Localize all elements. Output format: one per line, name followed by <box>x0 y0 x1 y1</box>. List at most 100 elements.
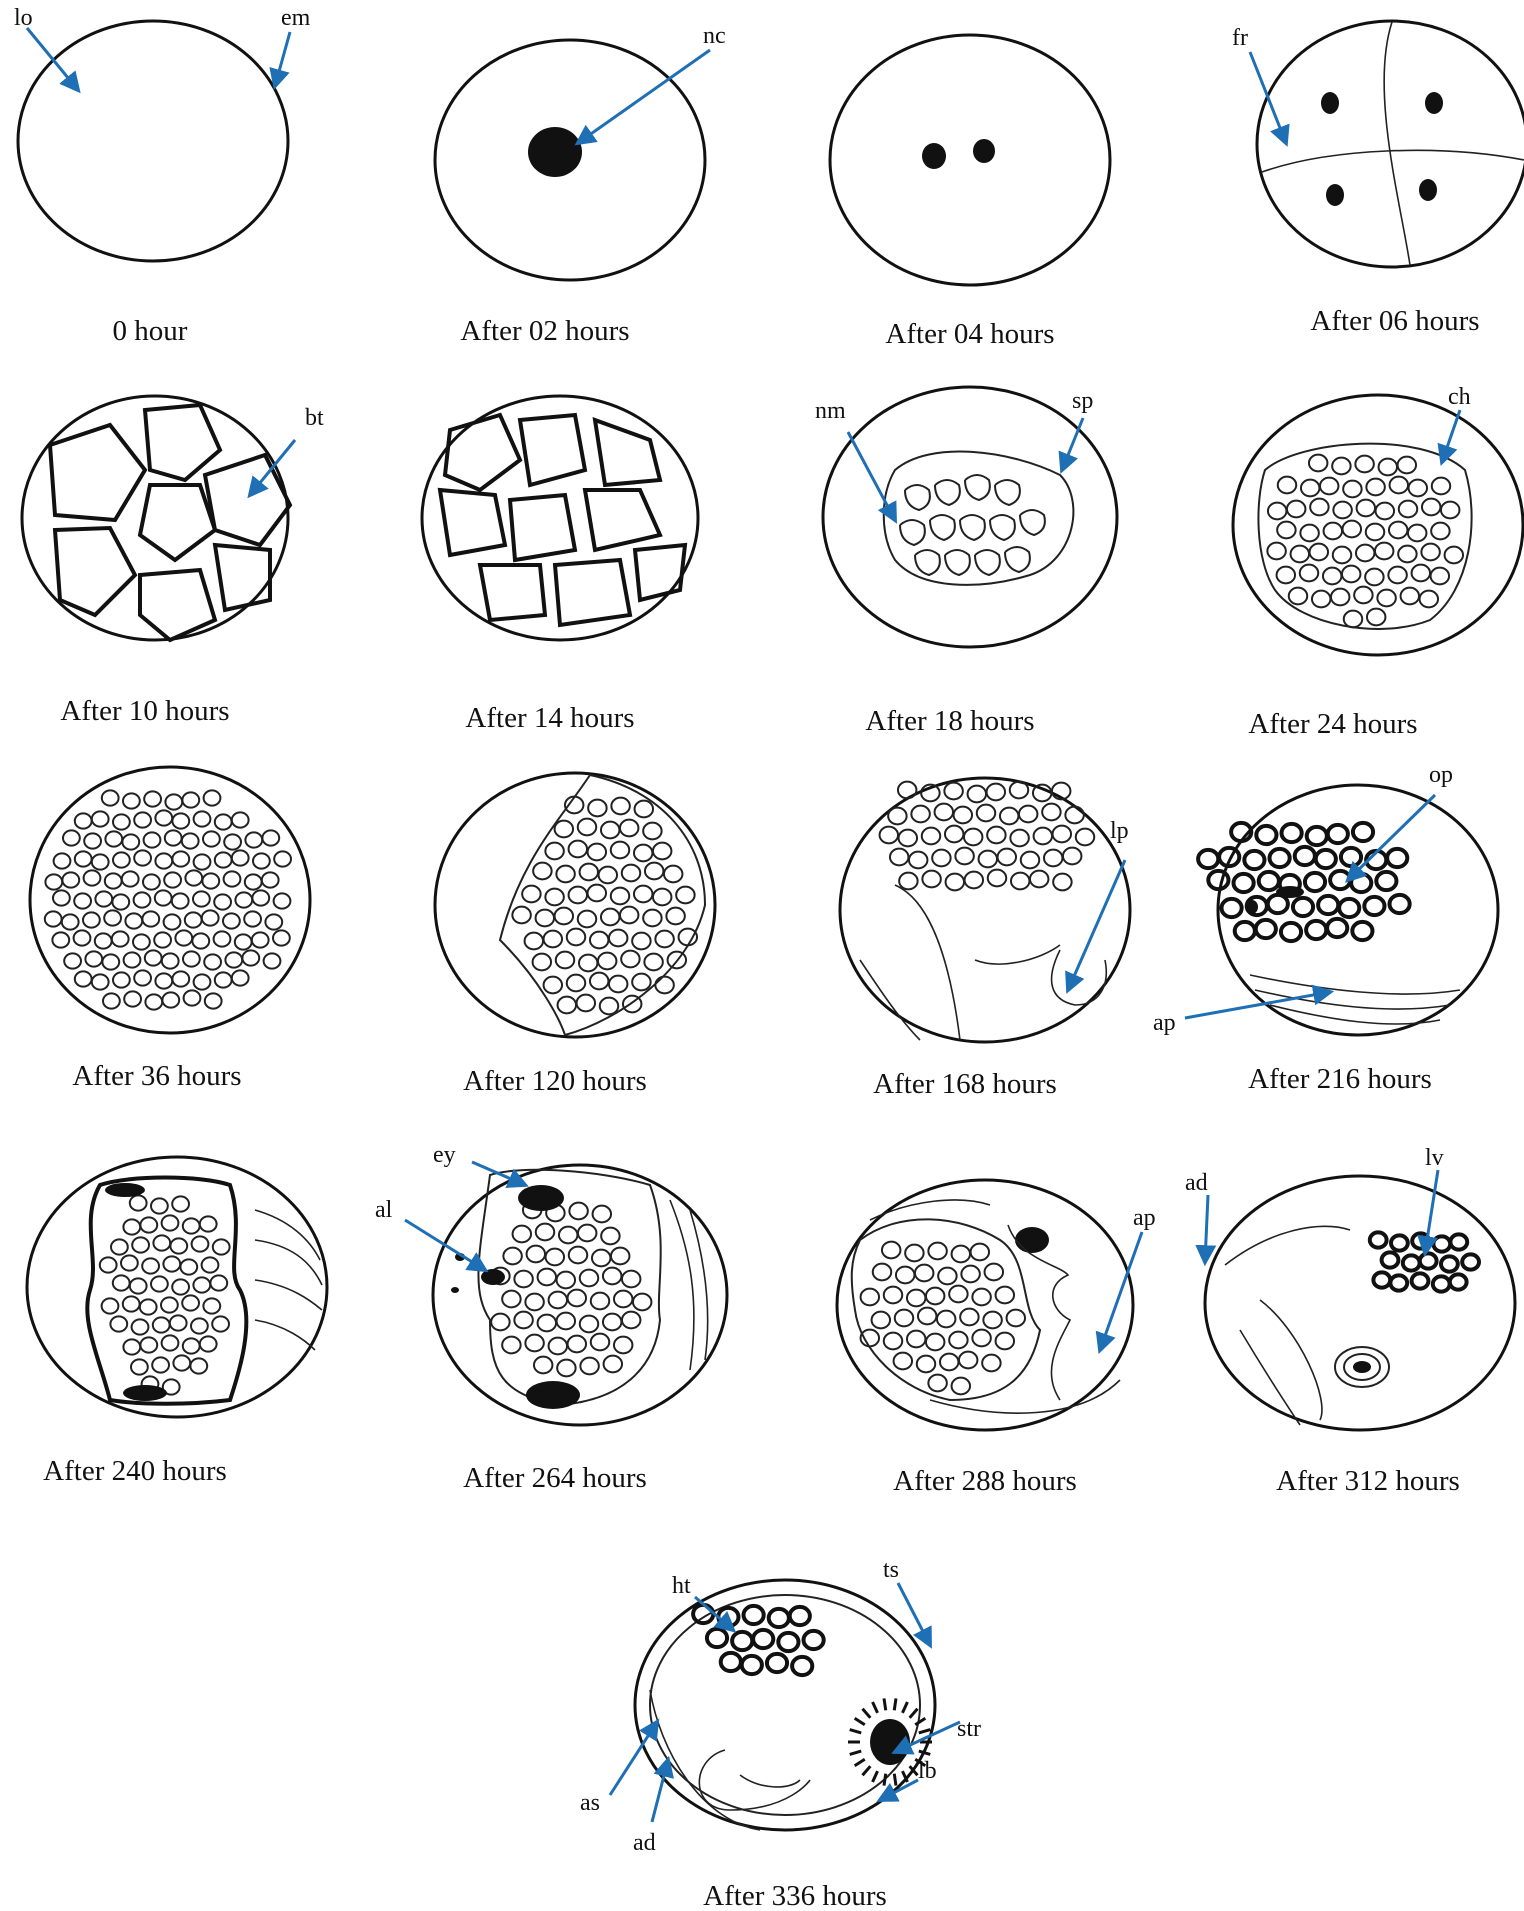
cell <box>1367 1230 1389 1250</box>
cell <box>180 832 200 850</box>
cell <box>924 1332 946 1352</box>
cell <box>654 929 675 949</box>
cell <box>168 1314 188 1332</box>
egg-membrane <box>28 765 312 1035</box>
cell <box>1429 566 1451 586</box>
ray-mark <box>892 1773 898 1786</box>
cell <box>123 990 143 1008</box>
cell <box>1355 498 1377 518</box>
arrow-nm <box>846 431 897 524</box>
yolk-line <box>254 1239 323 1286</box>
embryo-fold <box>1259 1299 1323 1421</box>
cell <box>957 1350 979 1370</box>
cell <box>202 789 222 807</box>
cell <box>1005 1308 1027 1328</box>
cell <box>596 951 618 971</box>
yolk-line <box>254 1209 321 1261</box>
cell <box>568 1201 589 1221</box>
cell <box>1267 846 1292 870</box>
cell <box>544 841 565 861</box>
cell <box>920 783 941 803</box>
cell <box>1418 589 1440 609</box>
cell <box>764 1651 790 1675</box>
cell <box>133 811 153 829</box>
cell <box>213 893 233 911</box>
cell <box>563 795 585 815</box>
cell <box>160 1214 180 1232</box>
cell <box>1051 824 1073 844</box>
cell <box>1009 871 1031 891</box>
cell <box>567 839 589 859</box>
cell <box>1397 499 1419 519</box>
cell <box>1407 478 1429 498</box>
cell <box>620 863 642 883</box>
cell <box>524 1292 545 1312</box>
panel-336-hours: ht ts str as ad lb After 336 hours <box>580 1557 981 1911</box>
label-bt: bt <box>305 405 324 431</box>
cell <box>1353 585 1374 605</box>
cell <box>181 1337 201 1355</box>
embryo-stripe <box>1254 989 1451 1010</box>
cell <box>181 791 201 809</box>
cell <box>567 1245 589 1265</box>
cell <box>73 970 93 988</box>
cell <box>131 1236 151 1254</box>
cell <box>1285 499 1307 519</box>
cell <box>120 870 140 888</box>
cell <box>599 907 621 927</box>
cell <box>892 1351 914 1371</box>
cell <box>556 995 578 1015</box>
cell <box>1388 1273 1410 1293</box>
cell <box>1374 869 1399 893</box>
cell <box>1276 475 1298 495</box>
cell <box>151 1356 171 1374</box>
cell <box>982 1310 1003 1330</box>
cell <box>555 864 576 884</box>
cell <box>122 1338 142 1356</box>
panel-264-hours: ey al After 264 hours <box>375 1142 729 1494</box>
label-ap: ap <box>1133 1205 1156 1231</box>
cell <box>139 1336 159 1354</box>
cell <box>1340 564 1362 584</box>
cell-mass <box>1196 820 1412 944</box>
cell <box>882 1285 904 1305</box>
cell <box>631 972 652 992</box>
cell <box>1406 523 1428 543</box>
cell <box>948 1330 969 1350</box>
ray-mark <box>849 1749 862 1756</box>
cell <box>1365 477 1386 497</box>
cell <box>898 871 919 891</box>
cell <box>1309 497 1330 517</box>
cell <box>1219 896 1244 920</box>
ray-mark <box>853 1716 866 1726</box>
label-lp: lp <box>1110 818 1129 844</box>
cell <box>542 975 564 995</box>
cell <box>893 1308 915 1328</box>
cell <box>98 1256 118 1274</box>
cell <box>1443 545 1465 565</box>
cell <box>1307 453 1329 473</box>
label-nc: nc <box>703 23 726 49</box>
cell <box>1379 1250 1401 1270</box>
cell <box>198 1335 218 1353</box>
arrow-ey <box>471 1160 529 1188</box>
cell <box>578 1268 600 1288</box>
cell <box>1328 868 1353 892</box>
cell <box>192 1276 212 1294</box>
cell <box>882 1331 904 1351</box>
cell <box>1206 868 1231 892</box>
cell <box>160 1296 179 1314</box>
cell <box>1042 848 1064 868</box>
cell <box>200 909 220 927</box>
cell <box>963 870 985 890</box>
cell <box>183 911 203 929</box>
cell <box>905 1288 927 1308</box>
cell <box>913 1263 935 1283</box>
arrow-bt <box>247 439 297 499</box>
cell <box>618 818 640 838</box>
cell <box>677 927 699 947</box>
cell-blob <box>1321 92 1339 114</box>
cell <box>139 1216 159 1234</box>
cell <box>151 1316 171 1334</box>
